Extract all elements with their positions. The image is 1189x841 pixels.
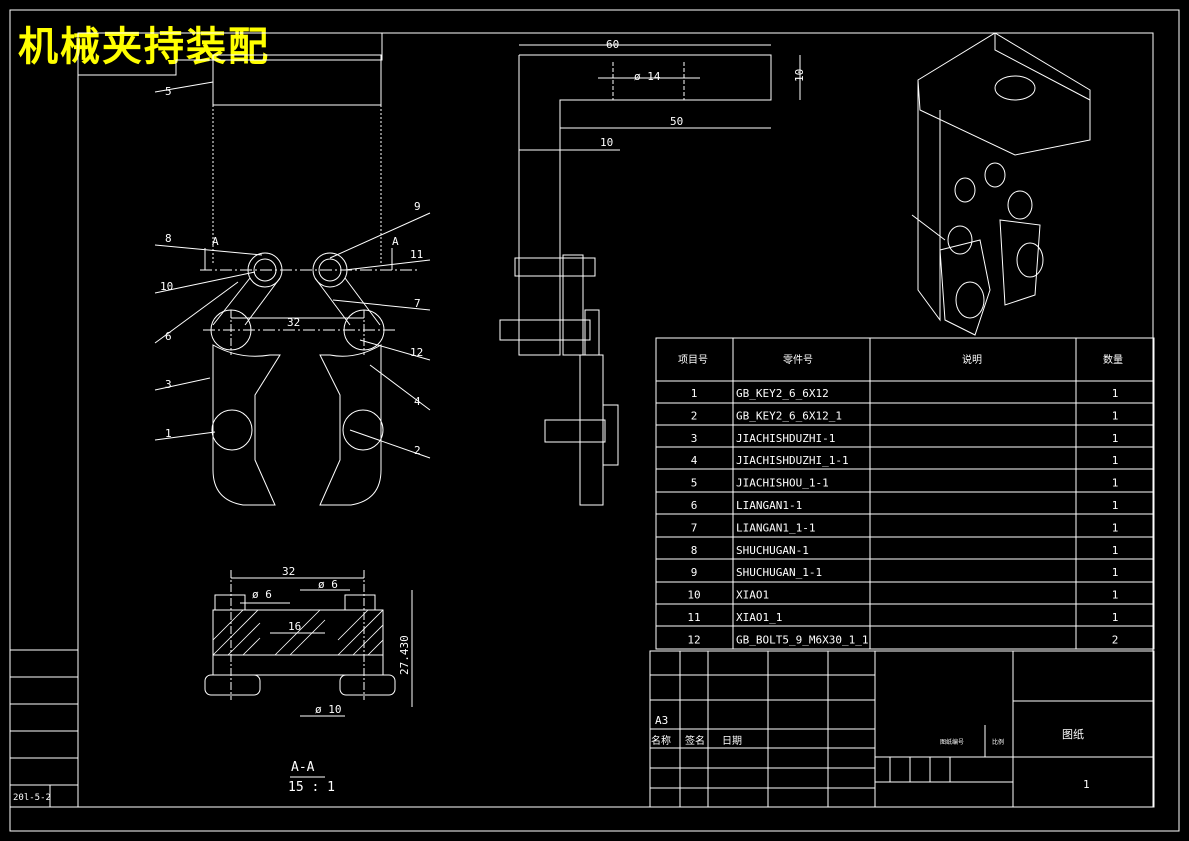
table-cell: 1 <box>1112 566 1119 579</box>
balloon-7: 7 <box>414 297 421 310</box>
sec-27: 27.430 <box>398 635 411 675</box>
section-scale: 15 : 1 <box>288 780 335 795</box>
sec-16: 16 <box>288 620 301 633</box>
isometric-bracket <box>917 32 1091 156</box>
jaw-hole-right <box>342 409 384 451</box>
balloon-5: 5 <box>165 85 172 98</box>
isometric-jaw-left <box>939 239 991 336</box>
output-pin-left <box>247 252 283 288</box>
table-cell: 6 <box>691 499 698 512</box>
table-cell: 10 <box>687 589 700 602</box>
table-cell: 9 <box>691 566 698 579</box>
parts-list-table <box>655 337 1155 650</box>
table-cell: SHUCHUGAN-1 <box>736 544 809 557</box>
jaw-hole-left <box>211 409 253 451</box>
drawing-title: 机械夹持装配 <box>18 24 270 70</box>
table-cell: 1 <box>1112 611 1119 624</box>
table-cell: 4 <box>691 454 698 467</box>
th-qty: 数量 <box>1103 353 1123 366</box>
dim-10: 10 <box>600 136 613 149</box>
balloon-4: 4 <box>414 395 421 408</box>
table-cell: JIACHISHDUZHI_1-1 <box>736 454 849 467</box>
table-cell: LIANGAN1_1-1 <box>736 521 815 534</box>
table-cell: 1 <box>1112 409 1119 422</box>
table-cell: XIAO1 <box>736 589 769 602</box>
label-sign: 签名 <box>685 734 705 747</box>
side-view-arm <box>518 54 772 356</box>
paper-size: A3 <box>655 714 668 727</box>
link-right <box>314 277 381 326</box>
dim-50: 50 <box>670 115 683 128</box>
balloon-1: 1 <box>165 427 172 440</box>
table-cell: 8 <box>691 544 698 557</box>
title-block <box>649 650 1155 808</box>
sec-d6b: ø 6 <box>318 578 338 591</box>
balloon-11: 11 <box>410 248 423 261</box>
table-cell: 5 <box>691 477 698 490</box>
table-cell: 1 <box>691 387 698 400</box>
section-marker-left: A <box>212 235 219 248</box>
label-small-1: 图纸编号 <box>940 738 964 746</box>
table-cell: 1 <box>1112 499 1119 512</box>
table-cell: GB_KEY2_6_6X12_1 <box>736 409 842 422</box>
side-pin-block <box>562 254 584 356</box>
balloon-3: 3 <box>165 378 172 391</box>
link-left <box>212 277 281 326</box>
table-cell: 1 <box>1112 521 1119 534</box>
sec-d6a: ø 6 <box>252 588 272 601</box>
table-cell: GB_KEY2_6_6X12 <box>736 387 829 400</box>
table-cell: 3 <box>691 432 698 445</box>
balloon-10: 10 <box>160 280 173 293</box>
balloon-12: 12 <box>410 346 423 359</box>
th-item: 项目号 <box>678 354 708 366</box>
label-name: 名称 <box>651 734 671 747</box>
table-cell: 12 <box>687 633 700 646</box>
table-cell: 1 <box>1112 477 1119 490</box>
balloon-6: 6 <box>165 330 172 343</box>
balloon-8: 8 <box>165 232 172 245</box>
sheet-number: 1 <box>1083 778 1090 791</box>
table-cell: LIANGAN1-1 <box>736 499 802 512</box>
label-small-2: 比例 <box>992 738 1004 746</box>
table-cell: 7 <box>691 521 698 534</box>
table-cell: JIACHISHDUZHI-1 <box>736 432 835 445</box>
balloon-9: 9 <box>414 200 421 213</box>
sec-32: 32 <box>282 565 295 578</box>
table-cell: 1 <box>1112 544 1119 557</box>
table-cell: GB_BOLT5_9_M6X30_1_1 <box>736 633 868 646</box>
dim-60: 60 <box>606 38 619 51</box>
table-cell: 1 <box>1112 589 1119 602</box>
dim-10-vert: 10 <box>793 69 806 82</box>
table-cell: JIACHISHOU_1-1 <box>736 477 829 490</box>
drawing-frame <box>77 32 1154 808</box>
section-name: A-A <box>291 760 315 775</box>
table-cell: 11 <box>687 611 700 624</box>
balloon-2: 2 <box>414 444 421 457</box>
table-cell: SHUCHUGAN_1-1 <box>736 566 822 579</box>
gripper-arm-body <box>212 54 382 106</box>
table-cell: 2 <box>691 409 698 422</box>
table-cell: 2 <box>1112 633 1119 646</box>
isometric-jaw-right <box>999 219 1041 306</box>
sheet-border <box>9 9 1180 832</box>
sec-d10: ø 10 <box>315 703 342 716</box>
th-part: 零件号 <box>783 354 813 366</box>
jaw-left <box>212 344 281 506</box>
table-cell: 1 <box>1112 454 1119 467</box>
dim-14: ø 14 <box>634 70 661 83</box>
section-marker-right: A <box>392 235 399 248</box>
label-drawing: 图纸 <box>1062 728 1084 741</box>
jaw-right <box>319 344 382 506</box>
table-cell: 1 <box>1112 387 1119 400</box>
revision-date: 20l-5-2 <box>13 793 51 803</box>
side-jaw <box>579 354 604 506</box>
label-date: 日期 <box>722 735 742 747</box>
dim-32: 32 <box>287 316 300 329</box>
table-cell: 1 <box>1112 432 1119 445</box>
table-cell: XIAO1_1 <box>736 611 782 624</box>
th-desc: 说明 <box>962 353 982 366</box>
